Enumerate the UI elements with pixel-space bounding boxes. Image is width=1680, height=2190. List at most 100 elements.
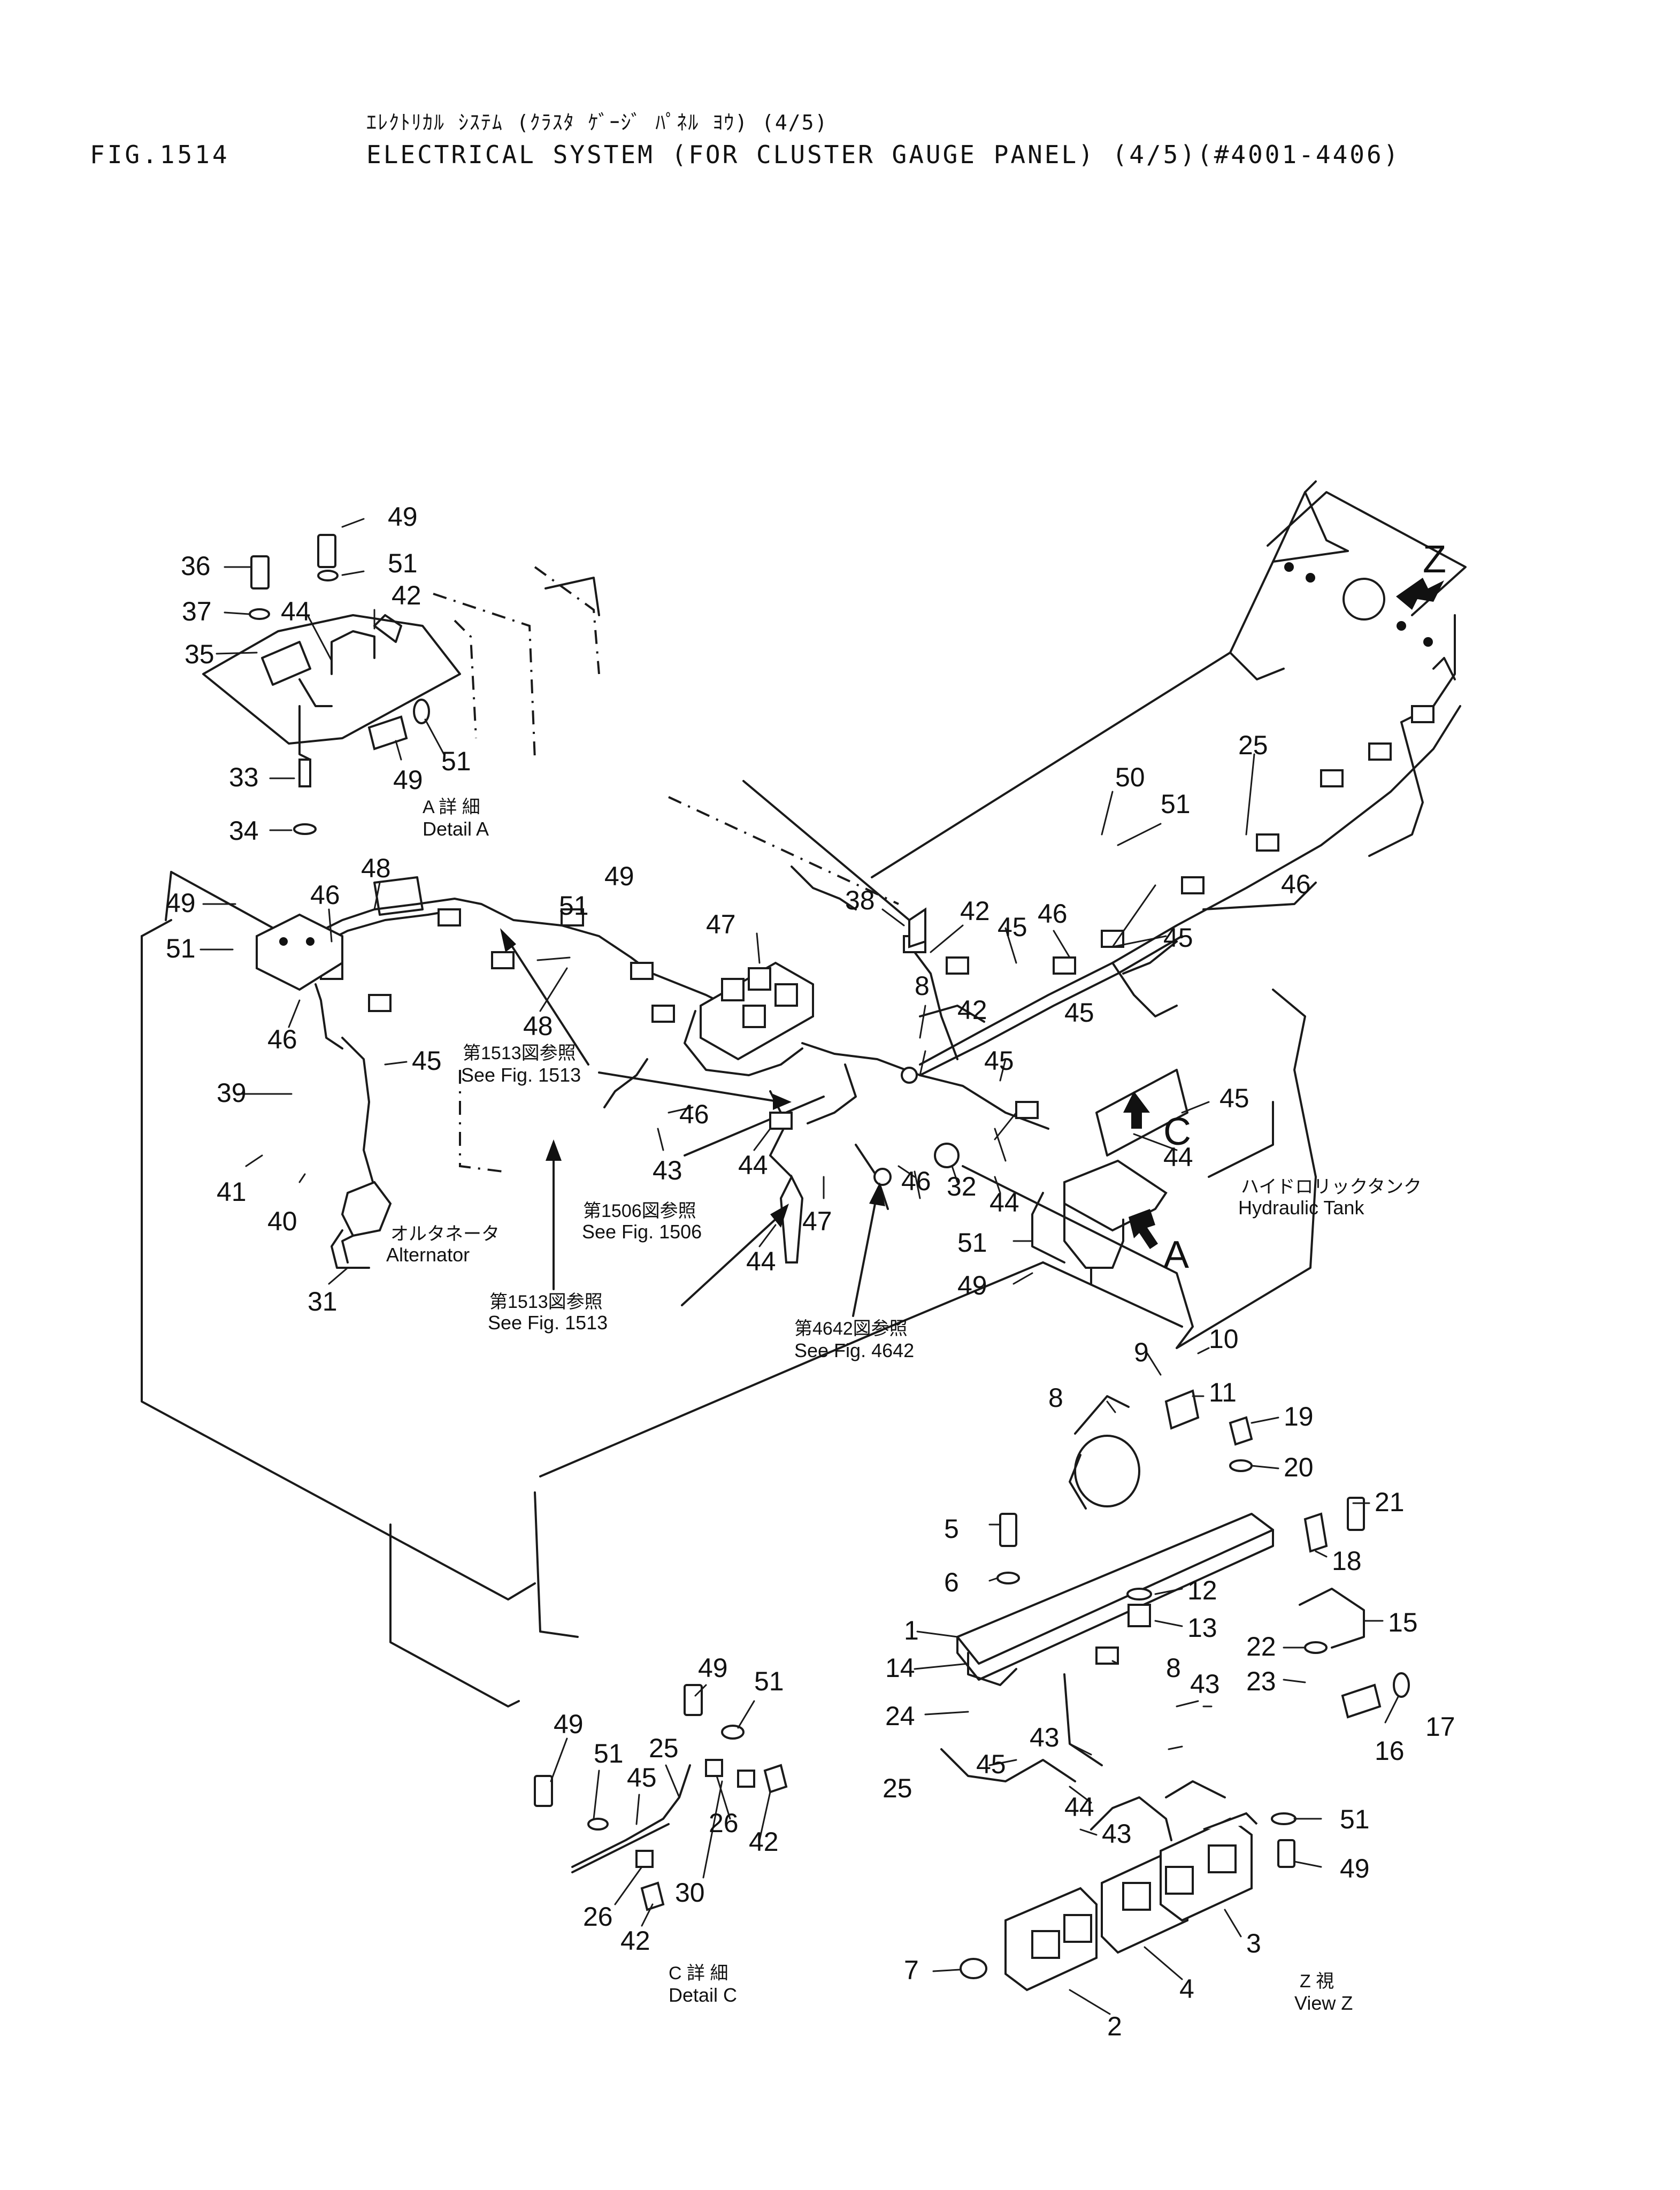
callout: 35 bbox=[185, 639, 214, 669]
callout: 9 bbox=[1134, 1337, 1149, 1367]
note-see-1513-a-jp: 第1513図参照 bbox=[463, 1043, 576, 1063]
callout: 16 bbox=[1375, 1736, 1405, 1766]
detail-c-caption-jp: C 詳 細 bbox=[669, 1963, 728, 1984]
work-lamp bbox=[1074, 1435, 1140, 1507]
callout: 46 bbox=[1281, 869, 1311, 899]
callout: 51 bbox=[957, 1228, 987, 1258]
callout: 49 bbox=[1340, 1854, 1370, 1883]
callout: 49 bbox=[957, 1270, 987, 1300]
callout: 20 bbox=[1284, 1452, 1314, 1482]
callout: 49 bbox=[554, 1709, 584, 1739]
callout: 51 bbox=[754, 1666, 784, 1696]
sensor-parts bbox=[779, 907, 960, 1264]
relay-connector-block bbox=[700, 961, 814, 1061]
callouts-detail-a: 49 51 36 37 44 42 35 49 51 33 34 bbox=[181, 502, 471, 846]
callout: 45 bbox=[412, 1046, 442, 1076]
callout: 51 bbox=[1340, 1804, 1370, 1834]
note-hydraulic-tank-jp: ハイドロリックタンク bbox=[1241, 1177, 1422, 1197]
left-switch-box bbox=[256, 876, 424, 991]
callout: 38 bbox=[845, 885, 875, 915]
title-japanese: ｴﾚｸﾄﾘｶﾙ ｼｽﾃﾑ (ｸﾗｽﾀ ｹﾞｰｼﾞ ﾊﾟﾈﾙ ﾖｳ) (4/5) bbox=[366, 111, 829, 134]
callout: 48 bbox=[523, 1011, 553, 1041]
view-letter-z: Z bbox=[1423, 538, 1446, 581]
callout: 4 bbox=[1179, 1974, 1194, 2004]
callout: 51 bbox=[1161, 789, 1191, 819]
callout: 46 bbox=[1038, 899, 1068, 929]
reference-arrows bbox=[500, 928, 885, 1317]
machine-frame-outline bbox=[141, 480, 1456, 1707]
callout: 15 bbox=[1388, 1607, 1418, 1637]
note-see-1506-en: See Fig. 1506 bbox=[582, 1221, 702, 1243]
callouts-detail-c: 49 51 49 51 25 45 26 42 30 26 42 bbox=[554, 1653, 784, 1956]
detail-a-caption-en: Detail A bbox=[423, 818, 489, 840]
callout: 31 bbox=[308, 1287, 337, 1316]
callout: 18 bbox=[1332, 1546, 1362, 1576]
title-english: ELECTRICAL SYSTEM (FOR CLUSTER GAUGE PAN… bbox=[366, 140, 1401, 169]
callout: 47 bbox=[802, 1206, 832, 1236]
callout: 43 bbox=[1190, 1669, 1220, 1699]
callout: 49 bbox=[698, 1653, 728, 1683]
hood-area bbox=[1267, 491, 1467, 680]
callout: 46 bbox=[310, 880, 340, 910]
callout: 17 bbox=[1425, 1712, 1455, 1742]
callout: 42 bbox=[960, 896, 990, 926]
figure-number: FIG.1514 bbox=[90, 140, 230, 169]
callout: 45 bbox=[1163, 923, 1193, 953]
callout: 44 bbox=[738, 1150, 768, 1180]
callouts-main: 48 46 49 51 46 45 39 41 40 31 51 49 48 4… bbox=[166, 730, 1311, 1316]
callout: 13 bbox=[1187, 1613, 1217, 1643]
callout: 44 bbox=[281, 596, 311, 626]
callout: 26 bbox=[583, 1902, 613, 1932]
detail-c-caption-en: Detail C bbox=[669, 1984, 737, 2006]
callout: 45 bbox=[998, 912, 1027, 942]
callout: 46 bbox=[901, 1166, 931, 1196]
callout: 46 bbox=[679, 1099, 709, 1129]
callout: 45 bbox=[984, 1046, 1014, 1076]
work-lamp-rear bbox=[1343, 578, 1385, 621]
callout: 51 bbox=[594, 1739, 624, 1768]
callouts-view-z: 10 9 11 8 19 20 21 5 18 6 12 13 15 1 8 2… bbox=[883, 1324, 1455, 2041]
detail-a-drawing bbox=[202, 534, 461, 835]
callout: 45 bbox=[627, 1763, 657, 1793]
callout: 40 bbox=[267, 1206, 297, 1236]
callout: 22 bbox=[1246, 1632, 1276, 1661]
callout: 32 bbox=[947, 1171, 977, 1201]
view-z-arrow bbox=[1396, 578, 1444, 610]
callout: 23 bbox=[1246, 1666, 1276, 1696]
callout: 44 bbox=[989, 1188, 1019, 1217]
callout: 49 bbox=[604, 861, 634, 891]
callout: 33 bbox=[229, 762, 259, 792]
note-see-1513-b-en: See Fig. 1513 bbox=[488, 1312, 608, 1334]
callout: 44 bbox=[746, 1246, 776, 1276]
callout: 42 bbox=[749, 1827, 779, 1857]
view-z-caption-en: View Z bbox=[1294, 1992, 1353, 2014]
callout: 11 bbox=[1209, 1377, 1237, 1407]
callout: 12 bbox=[1187, 1575, 1217, 1605]
view-z-drawing bbox=[940, 1389, 1410, 1992]
alternator bbox=[331, 1181, 392, 1269]
callout: 47 bbox=[706, 909, 736, 939]
callout: 49 bbox=[393, 765, 423, 795]
view-letter-c: C bbox=[1163, 1111, 1191, 1153]
callout: 51 bbox=[388, 548, 418, 578]
callout: 14 bbox=[885, 1653, 915, 1683]
note-alternator-jp: オルタネータ bbox=[390, 1224, 500, 1244]
callout: 41 bbox=[217, 1177, 247, 1207]
note-hydraulic-tank-en: Hydraulic Tank bbox=[1238, 1197, 1364, 1219]
note-alternator-en: Alternator bbox=[386, 1244, 470, 1266]
view-c-arrow bbox=[1123, 1091, 1150, 1129]
note-see-4642-jp: 第4642図参照 bbox=[794, 1319, 908, 1339]
callout: 45 bbox=[1064, 998, 1094, 1028]
callout: 7 bbox=[904, 1955, 919, 1985]
callout: 43 bbox=[1102, 1819, 1132, 1849]
callout: 48 bbox=[361, 853, 391, 883]
callout: 45 bbox=[976, 1749, 1006, 1779]
callout: 1 bbox=[904, 1615, 919, 1645]
callout: 30 bbox=[675, 1878, 705, 1908]
callout: 6 bbox=[944, 1567, 959, 1597]
callout: 44 bbox=[1064, 1792, 1094, 1822]
callout: 43 bbox=[653, 1155, 682, 1185]
callout: 36 bbox=[181, 551, 211, 581]
hydraulic-tank bbox=[1031, 1069, 1274, 1285]
